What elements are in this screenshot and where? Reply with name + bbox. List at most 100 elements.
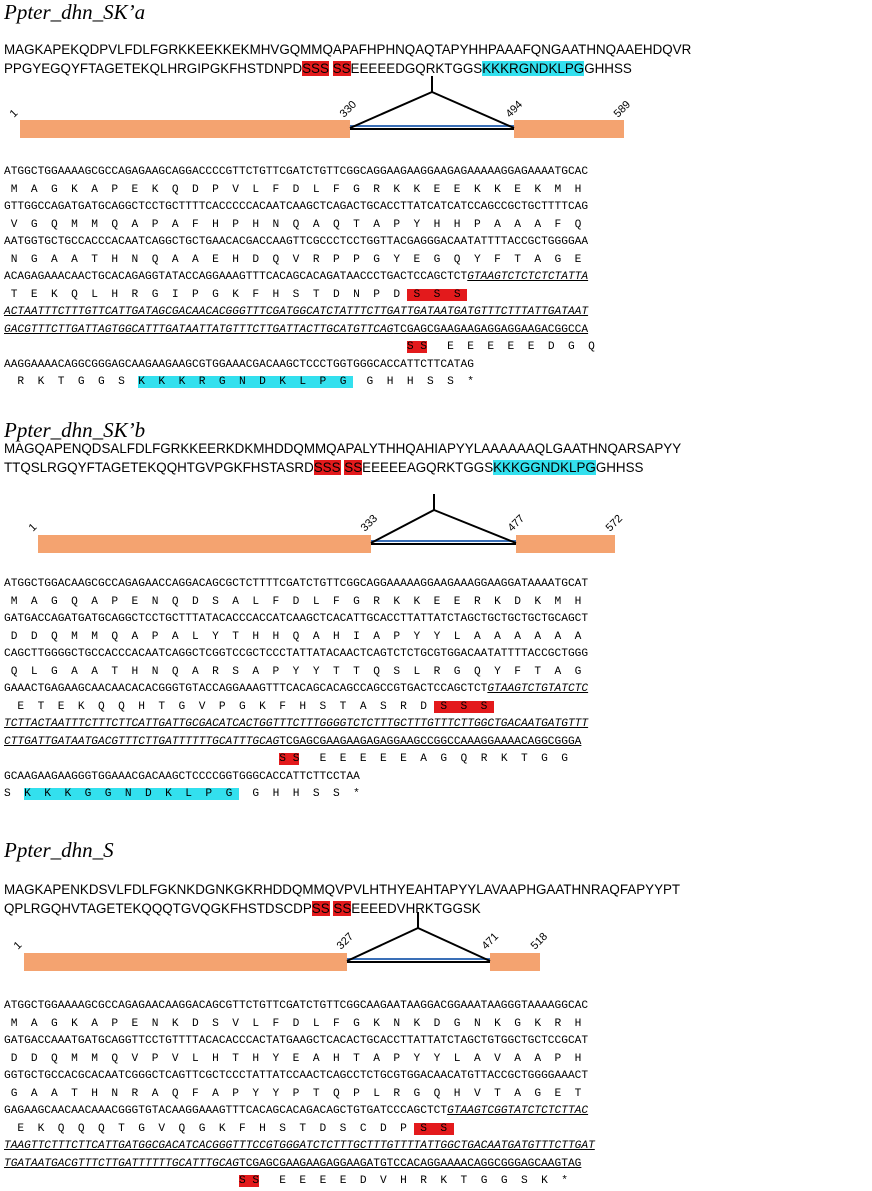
sequence-segment: M A G Q A P E N Q D S A L F D L F G R K … (4, 595, 582, 608)
sequence-segment: GATGACCAAATGATGCAGGTTCCTGTTTTACACACCCACT… (4, 1035, 589, 1047)
sequence-line: S S E E E E E A G Q R K T G G (4, 751, 588, 769)
sequence-segment: S (4, 788, 25, 800)
position-label: 1 (12, 939, 25, 952)
position-label: 518 (529, 931, 550, 952)
sequence-segment: D D Q M M Q V P V L H T H Y E A H T A P … (4, 1052, 582, 1065)
sequence-line: ATGGCTGGAAAAGCGCCAGAGAAGCAGGACCCCGTTCTGT… (4, 164, 595, 182)
sequence-segment: QPLRGQHVTAGETEKQQQTGVQGKFHSTDSCDP (4, 901, 312, 916)
sequence-segment: D D Q M M Q A P A L Y T H H Q A H I A P … (4, 630, 582, 643)
sequence-segment: GATGACCAGATGATGCAGGCTCCTGCTTTATACACCCACC… (4, 613, 589, 625)
gene-structure-diagram: 1 327 471 518 (12, 912, 550, 971)
sequence-segment: TTQSLRGQYFTAGETEKQQHTGVPGKFHSTASRD (4, 460, 314, 475)
intron-sequence: GTAAGTCTCTCTCTATTA (467, 271, 589, 283)
sequence-line: E T E K Q Q H T G V P G K F H S T A S R … (4, 699, 588, 717)
serine-stretch-highlight: SS (311, 901, 330, 916)
nucleotide-sequence: ATGGCTGGACAAGCGCCAGAGAACCAGGACAGCGCTCTTT… (4, 576, 588, 804)
sequence-line: M A G K A P E N K D S V L F D L F G K N … (4, 1016, 595, 1034)
serine-stretch-highlight: S S S (433, 700, 495, 713)
splice-line-right (417, 927, 491, 962)
k-segment-highlight: KKKRGNDKLPG (482, 61, 585, 76)
sequence-segment: AATGGTGCTGCCACCCACAATCAGGCTGCTGAACACGACC… (4, 236, 589, 248)
sequence-segment: Q L G A A T H N Q A R S A P Y Y T T Q S … (4, 665, 582, 678)
sequence-segment: TCGAGCGAAGAAGAGAGGAAGCCGGCCAAAGGAAAACAGG… (279, 735, 582, 748)
sequence-line: PPGYEGQYFTAGETEKQLHRGIPGKFHSTDNPDSSS SSE… (4, 59, 691, 78)
sequence-line: S S E E E E E D G Q (4, 339, 595, 357)
exon-2 (516, 535, 615, 553)
sequence-segment: GAAACTGAGAAGCAACAACACACGGGTGTACCAGGAAAGT… (4, 683, 488, 695)
sequence-segment (4, 1175, 239, 1187)
sequence-segment: V G Q M M Q A P A F H P H N Q A Q T A P … (4, 218, 582, 231)
sequence-segment (4, 753, 279, 765)
sequence-segment: E T E K Q Q H T G V P G K F H S T A S R … (4, 700, 434, 713)
position-label: 589 (612, 99, 633, 120)
sequence-line: Q L G A A T H N Q A R S A P Y Y T T Q S … (4, 664, 588, 682)
position-label: 330 (338, 99, 359, 120)
sequence-line: GTTGGCCAGATGATGCAGGCTCCTGCTTTTCACCCCCACA… (4, 199, 595, 217)
sequence-line: CTTGATTGATAATGACGTTTCTTGATTTTTTGCATTTGCA… (4, 734, 588, 752)
sequence-line: ACAGAGAAACAACTGCACAGAGGTATACCAGGAAAGTTTC… (4, 269, 595, 287)
sequence-segment: R K T G G S (4, 376, 139, 388)
protein-sequence: MAGQAPENQDSALFDLFGRKKEERKDKMHDDQMMQAPALY… (4, 439, 681, 477)
intron-sequence: GTAAGTCGGTATCTCTCTTAC (447, 1105, 589, 1117)
serine-stretch-highlight: SSS (313, 460, 341, 475)
sequence-segment: MAGQAPENQDSALFDLFGRKKEERKDKMHDDQMMQAPALY… (4, 441, 682, 456)
intron-sequence: CTTGATTGATAATGACGTTTCTTGATTTTTTGCATTTGCA… (4, 735, 280, 748)
sequence-line: GACGTTTCTTGATTAGTGGCATTTGATAATTATGTTTCTT… (4, 322, 595, 340)
sequence-segment: G A A T H N R A Q F A P Y Y P T Q P L R … (4, 1087, 582, 1100)
sequence-segment: PPGYEGQYFTAGETEKQLHRGIPGKFHSTDNPD (4, 61, 303, 76)
sequence-line: S K K K G G N D K L P G G H H S S * (4, 786, 588, 804)
sequence-line: TTQSLRGQYFTAGETEKQQHTGVPGKFHSTASRDSSS SS… (4, 458, 681, 477)
sequence-segment: GHHSS (595, 460, 644, 475)
serine-stretch-highlight: S S (413, 1122, 454, 1135)
sequence-line: QPLRGQHVTAGETEKQQQTGVQGKFHSTDSCDPSS SSEE… (4, 899, 680, 918)
sequence-line: TGATAATGACGTTTCTTGATTTTTTGCATTTGCAGTCGAG… (4, 1156, 595, 1174)
position-label: 1 (8, 107, 21, 120)
sequence-line: M A G Q A P E N Q D S A L F D L F G R K … (4, 594, 588, 612)
position-label: 494 (504, 99, 525, 120)
serine-stretch-highlight: S S (406, 341, 427, 353)
sequence-segment: ATGGCTGGACAAGCGCCAGAGAACCAGGACAGCGCTCTTT… (4, 578, 589, 590)
gene-structure-diagram: 1 330 494 589 (8, 76, 633, 138)
sequence-segment: E E E E E A G Q R K T G G (299, 753, 568, 765)
sequence-segment: N G A A T H N Q A A E H D Q V R P P G Y … (4, 253, 582, 266)
sequence-segment: EEEEEAGQRKTGGS (362, 460, 494, 475)
sequence-segment: TCGAGCGAAGAAGAGGAAGATGTCCACAGGAAAACAGGCG… (238, 1157, 582, 1170)
intron-sequence: TCTTACTAATTTCTTTCTTCATTGATTGCGACATCACTGG… (4, 718, 589, 730)
intron-sequence: TAAGTTCTTTCTTCATTGATGGCGACATCACGGGTTTCCG… (4, 1140, 595, 1152)
sequence-line: MAGKAPENKDSVLFDLFGKNKDGNKGKRHDDQMMQVPVLH… (4, 880, 680, 899)
nucleotide-sequence: ATGGCTGGAAAAGCGCCAGAGAAGCAGGACCCCGTTCTGT… (4, 164, 595, 392)
position-label: 333 (359, 513, 380, 534)
sequence-segment: G H H S S * (353, 376, 474, 388)
sequence-line: S S E E E E D V H R K T G G S K * (4, 1173, 595, 1191)
protein-sequence: MAGKAPENKDSVLFDLFGKNKDGNKGKRHDDQMMQVPVLH… (4, 880, 680, 918)
splice-line-left (349, 91, 433, 129)
position-label: 477 (506, 513, 527, 534)
k-segment-highlight: K K K R G N D K L P G (138, 376, 354, 388)
sequence-segment: CAGCTTGGGGCTGCCACCCACAATCAGGCTCGGTCCGCTC… (4, 648, 589, 660)
sequence-line: D D Q M M Q V P V L H T H Y E A H T A P … (4, 1051, 595, 1069)
sequence-segment: ATGGCTGGAAAAGCGCCAGAGAACAAGGACAGCGTTCTGT… (4, 1000, 589, 1012)
gene-structure-diagram: 1 333 477 572 (27, 494, 625, 553)
sequence-line: ATGGCTGGAAAAGCGCCAGAGAACAAGGACAGCGTTCTGT… (4, 998, 595, 1016)
section-ppter-dhn-skb: Ppter_dhn_SK’b MAGQAPENQDSALFDLFGRKKEERK… (0, 418, 872, 818)
k-segment-highlight: KKKGGNDKLPG (493, 460, 596, 475)
sequence-line: V G Q M M Q A P A F H P H N Q A Q T A P … (4, 217, 595, 235)
sequence-segment: AAGGAAAACAGGCGGGAGCAAGAAGAAGCGTGGAAACGAC… (4, 358, 474, 371)
section-title: Ppter_dhn_S (4, 838, 114, 862)
sequence-segment: GHHSS (584, 61, 632, 76)
sequence-line: D D Q M M Q A P A L Y T H H Q A H I A P … (4, 629, 588, 647)
sequence-line: CAGCTTGGGGCTGCCACCCACAATCAGGCTCGGTCCGCTC… (4, 646, 588, 664)
sequence-line: GCAAGAAGAAGGGTGGAAACGACAAGCTCCCCGGTGGGCA… (4, 769, 588, 787)
sequence-segment: E E E E D V H R K T G G S K * (259, 1175, 568, 1187)
intron-sequence: GACGTTTCTTGATTAGTGGCATTTGATAATTATGTTTCTT… (4, 323, 394, 336)
sequence-line: AATGGTGCTGCCACCCACAATCAGGCTGCTGAACACGACC… (4, 234, 595, 252)
sequence-segment: GTTGGCCAGATGATGCAGGCTCCTGCTTTTCACCCCCACA… (4, 201, 589, 213)
exon-2 (490, 953, 540, 971)
serine-stretch-highlight: SS (333, 901, 352, 916)
sequence-line: T E K Q L H R G I P G K F H S T D N P D … (4, 287, 595, 305)
serine-stretch-highlight: S S (238, 1175, 260, 1187)
sequence-line: R K T G G S K K K R G N D K L P G G H H … (4, 374, 595, 392)
sequence-line: M A G K A P E K Q D P V L F D L F G R K … (4, 182, 595, 200)
sequence-line: ATGGCTGGACAAGCGCCAGAGAACCAGGACAGCGCTCTTT… (4, 576, 588, 594)
sequence-segment: GAGAAGCAACAACAAACGGGTGTACAAGGAAAGTTTCACA… (4, 1105, 448, 1117)
